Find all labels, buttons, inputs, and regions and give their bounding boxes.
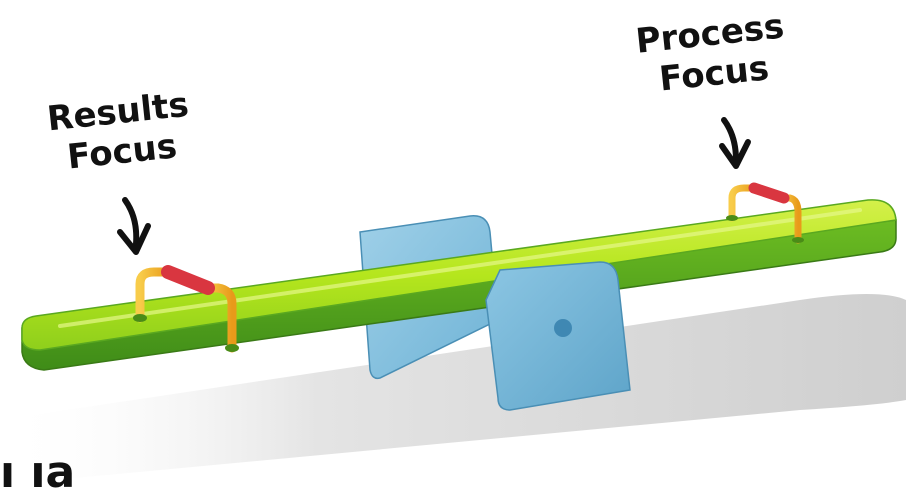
- fulcrum-front: [486, 262, 630, 410]
- cropped-bottom-text: ı ıa: [0, 448, 75, 498]
- arrow-down-icon: [722, 120, 748, 166]
- fulcrum-pivot: [554, 319, 572, 337]
- arrow-down-icon: [120, 200, 148, 252]
